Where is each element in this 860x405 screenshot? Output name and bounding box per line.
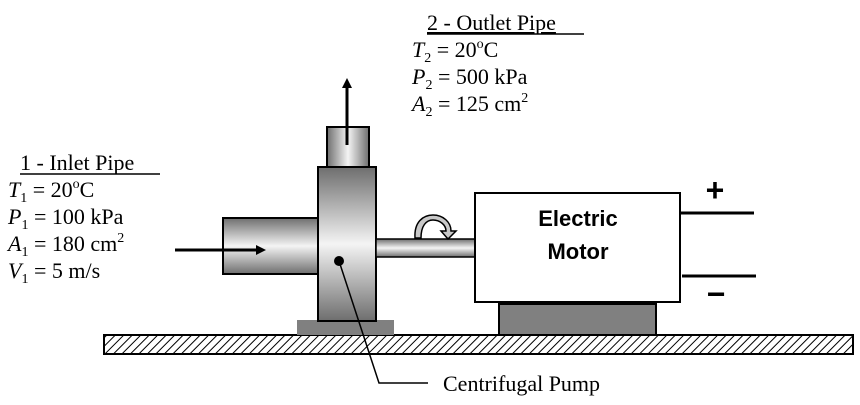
plus-sign: + xyxy=(706,172,725,208)
inlet-pipe xyxy=(222,217,319,275)
electric-motor xyxy=(474,192,681,303)
inlet-spec-line: T1 = 20oC xyxy=(8,177,94,206)
inlet-spec-line: A1 = 180 cm2 xyxy=(6,231,124,260)
motor-label-line1: Electric xyxy=(538,206,618,231)
outlet-title: 2 - Outlet Pipe xyxy=(427,10,556,35)
motor-base xyxy=(498,303,657,336)
inlet-spec-line: V1 = 5 m/s xyxy=(8,258,100,287)
motor-label-line2: Motor xyxy=(547,239,609,264)
shaft xyxy=(375,238,476,258)
rotation-arrow-icon xyxy=(414,214,458,241)
pump-label: Centrifugal Pump xyxy=(443,371,600,396)
pump-base xyxy=(297,320,394,335)
pump-leader-line xyxy=(338,260,428,384)
outlet-spec-line: P2 = 500 kPa xyxy=(411,64,528,93)
outlet-spec-line: T2 = 20oC xyxy=(412,37,498,66)
outlet-spec-line: A2 = 125 cm2 xyxy=(410,91,528,120)
inlet-spec-line: P1 = 100 kPa xyxy=(7,204,124,233)
inlet-title: 1 - Inlet Pipe xyxy=(20,150,134,175)
floor xyxy=(103,334,854,355)
pump-casing xyxy=(317,166,377,322)
minus-sign: − xyxy=(707,276,726,312)
